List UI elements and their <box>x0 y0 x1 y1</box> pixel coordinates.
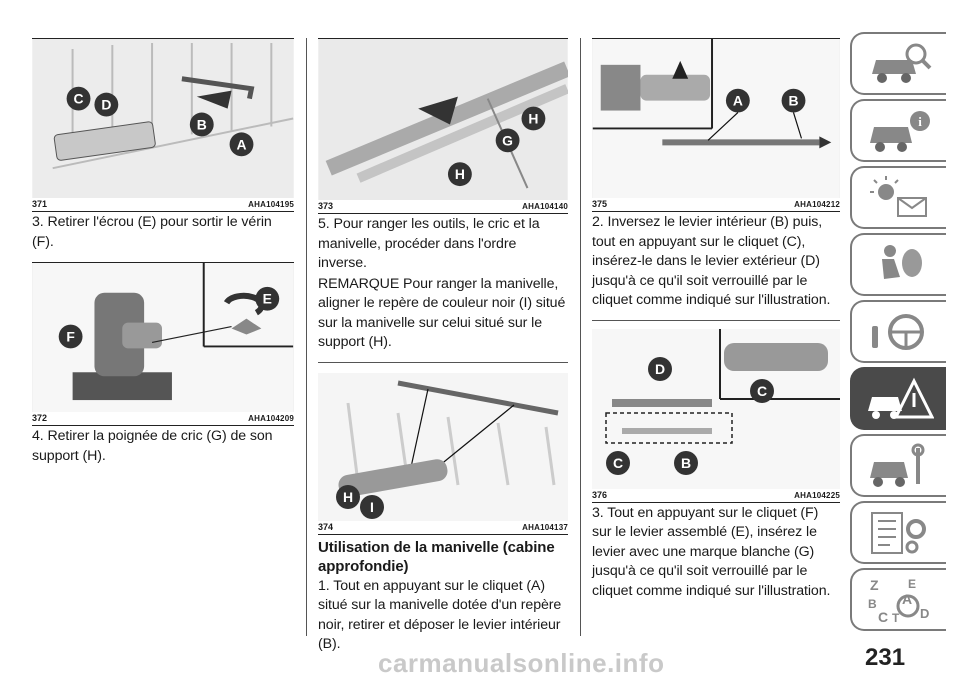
illustration-crank-storage: H G H <box>318 39 568 200</box>
callout-label: C <box>757 383 767 399</box>
light-message-icon <box>870 175 927 217</box>
callout-label: H <box>455 166 465 182</box>
figure-caption: 376 AHA104225 <box>592 489 840 503</box>
paragraph: 5. Pour ranger les outils, le cric et la… <box>318 216 540 271</box>
paragraph: 2. Inversez le levier intérieur (B) puis… <box>592 214 831 308</box>
callout-label: E <box>263 291 272 307</box>
index-letter: C <box>878 609 888 625</box>
index-letter: A <box>902 591 912 607</box>
car-magnifier-icon <box>872 43 932 83</box>
car-wrench-icon <box>870 443 925 487</box>
step-3-assembly-text: 3. Tout en appuyant sur le cliquet (F) s… <box>592 504 840 602</box>
paragraph: 1. Tout en appuyant sur le cliquet (A) s… <box>318 577 562 653</box>
tab-car-magnifier[interactable] <box>850 32 946 95</box>
seat-airbag-icon <box>882 244 922 279</box>
callout-label: B <box>197 116 207 132</box>
separator <box>592 319 840 321</box>
callout-label: C <box>74 91 84 107</box>
tab-car-wrench[interactable] <box>850 434 946 497</box>
figure-caption: 375 AHA104212 <box>592 198 840 212</box>
column-divider <box>580 38 581 636</box>
settings-list-icon <box>871 511 926 554</box>
chapter-tabs: i Z E A B C T D <box>850 32 950 635</box>
figure-number: 376 <box>592 489 608 500</box>
step-4-text: 4. Retirer la poignée de cric (G) de son… <box>32 427 294 466</box>
tab-settings-list[interactable] <box>850 501 946 564</box>
page-number: 231 <box>865 644 906 671</box>
index-letter: T <box>892 611 900 625</box>
figure-code: AHA104137 <box>522 522 568 532</box>
index-letter: Z <box>870 577 879 593</box>
alphabet-index-icon: Z E A B C T D <box>868 577 929 625</box>
tab-car-info[interactable]: i <box>850 99 946 162</box>
car-warning-triangle-icon <box>868 377 934 419</box>
callout-label: A <box>733 93 743 109</box>
tab-seat-airbag[interactable] <box>850 233 946 296</box>
figure-caption: 373 AHA104140 <box>318 200 568 214</box>
illustration-crank-mark: H I <box>318 372 568 521</box>
step-2-text: 2. Inversez le levier intérieur (B) puis… <box>592 213 840 311</box>
illustration-tool-storage: C D B A <box>32 39 294 198</box>
steering-key-icon <box>872 313 924 350</box>
callout-label: D <box>655 361 665 377</box>
figure-code: AHA104225 <box>794 490 840 500</box>
svg-text:i: i <box>918 114 922 129</box>
column-divider <box>306 38 307 636</box>
tab-light-message[interactable] <box>850 166 946 229</box>
paragraph: 3. Retirer l'écrou (E) pour sortir le vé… <box>32 214 272 250</box>
remark-paragraph: REMARQUE Pour ranger la manivelle, align… <box>318 275 566 351</box>
paragraph: 3. Tout en appuyant sur le cliquet (F) s… <box>592 504 831 599</box>
figure-374: H I <box>318 372 568 521</box>
step-3-text: 3. Retirer l'écrou (E) pour sortir le vé… <box>32 213 294 252</box>
callout-label: F <box>66 328 75 344</box>
section-text: Utilisation de la manivelle (cabine appr… <box>318 538 568 655</box>
figure-number: 372 <box>32 413 48 423</box>
callout-label: G <box>502 132 513 148</box>
car-info-icon: i <box>870 110 930 152</box>
figure-code: AHA104212 <box>794 200 840 209</box>
illustration-lever-assembly: D C C B <box>592 328 840 489</box>
figure-number: 374 <box>318 521 334 532</box>
tab-car-warning-triangle[interactable] <box>850 367 946 430</box>
callout-label: B <box>681 455 691 471</box>
index-letter: D <box>920 606 929 621</box>
callout-label: C <box>613 455 623 471</box>
paragraph: 4. Retirer la poignée de cric (G) de son… <box>32 428 273 464</box>
column-3: A B 375 AHA104212 2. Inversez le levier … <box>592 38 840 601</box>
callout-label: A <box>236 136 246 152</box>
watermark: carmanualsonline.info <box>378 648 665 678</box>
separator <box>318 361 568 363</box>
figure-373: H G H <box>318 38 568 200</box>
figure-375: A B <box>592 38 840 198</box>
callout-label: H <box>343 489 353 505</box>
figure-code: AHA104209 <box>248 414 294 423</box>
section-heading: Utilisation de la manivelle (cabine appr… <box>318 538 555 575</box>
figure-371: C D B A <box>32 38 294 198</box>
figure-caption: 371 AHA104195 <box>32 198 294 212</box>
callout-label: I <box>370 499 374 515</box>
figure-number: 371 <box>32 199 48 209</box>
figure-caption: 372 AHA104209 <box>32 412 294 426</box>
column-1: C D B A 371 AHA104195 3. Retirer l'écrou… <box>32 38 294 466</box>
figure-376: D C C B <box>592 328 840 489</box>
illustration-jack-nut: F E <box>32 263 294 412</box>
illustration-inner-lever: A B <box>592 39 840 198</box>
index-letter: B <box>868 597 877 611</box>
index-letter: E <box>908 577 916 591</box>
callout-label: H <box>528 110 538 126</box>
figure-372: F E <box>32 262 294 412</box>
tab-alphabet-index[interactable]: Z E A B C T D <box>850 568 946 631</box>
step-5-text: 5. Pour ranger les outils, le cric et la… <box>318 215 568 353</box>
figure-number: 373 <box>318 201 334 211</box>
column-2: H G H 373 AHA104140 5. Pour ranger les o… <box>318 38 568 655</box>
callout-label: D <box>101 97 111 113</box>
figure-code: AHA104195 <box>248 200 294 209</box>
figure-number: 375 <box>592 199 608 209</box>
callout-label: B <box>788 93 798 109</box>
tab-steering-key[interactable] <box>850 300 946 363</box>
figure-code: AHA104140 <box>522 202 568 211</box>
figure-caption: 374 AHA104137 <box>318 521 568 535</box>
